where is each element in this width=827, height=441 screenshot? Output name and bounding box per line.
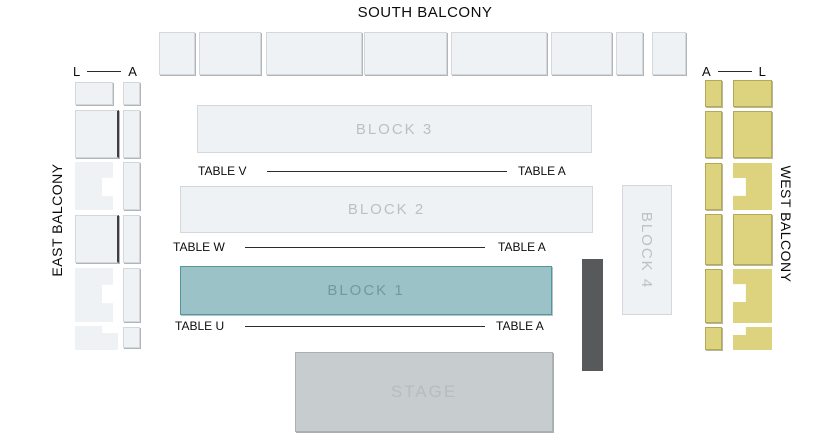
table-row-line (267, 171, 507, 172)
west-balcony-section[interactable] (733, 269, 772, 323)
west-balcony-section[interactable] (705, 269, 722, 323)
south-balcony-section (266, 32, 362, 75)
south-balcony-section (551, 32, 612, 75)
east-balcony-row-range: L A (73, 64, 137, 79)
block-4: BLOCK 4 (622, 185, 672, 315)
east-balcony-section (75, 162, 113, 210)
east-balcony-section (123, 82, 140, 105)
block-1[interactable]: BLOCK 1 (180, 266, 552, 315)
east-row-to-label: A (128, 64, 137, 79)
south-balcony-section (616, 32, 643, 75)
east-balcony-section (123, 110, 140, 158)
table-a-label: TABLE A (496, 319, 544, 333)
east-balcony-section (75, 326, 118, 350)
range-line (717, 71, 752, 72)
range-line (87, 71, 122, 72)
west-balcony-section[interactable] (733, 327, 772, 350)
west-row-from-label: A (702, 64, 711, 79)
west-balcony-section[interactable] (705, 327, 722, 350)
table-v-label: TABLE V (198, 164, 247, 178)
south-balcony-section (364, 32, 447, 75)
stage: STAGE (295, 352, 553, 432)
east-balcony-section (75, 268, 113, 322)
west-balcony-section[interactable] (733, 163, 772, 210)
south-balcony-section (451, 32, 547, 75)
east-balcony-label: EAST BALCONY (49, 163, 65, 277)
block-3-label: BLOCK 3 (355, 120, 434, 138)
table-row-line (245, 326, 485, 327)
west-balcony-section[interactable] (733, 214, 772, 265)
west-balcony-section[interactable] (705, 214, 722, 265)
east-balcony-section (75, 82, 113, 105)
table-w-label: TABLE W (173, 240, 225, 254)
west-balcony-section[interactable] (705, 163, 722, 210)
south-balcony-section (159, 32, 195, 75)
block-3: BLOCK 3 (197, 105, 592, 153)
table-a-label: TABLE A (518, 164, 566, 178)
east-balcony-section (123, 327, 140, 348)
table-u-label: TABLE U (175, 319, 225, 333)
west-balcony-section[interactable] (705, 80, 722, 107)
west-balcony-row-range: A L (702, 64, 766, 79)
east-row-from-label: L (73, 64, 81, 79)
west-balcony-label: WEST BALCONY (778, 165, 794, 283)
table-a-label: TABLE A (498, 240, 546, 254)
east-balcony-section (123, 215, 140, 263)
east-balcony-section (75, 110, 119, 158)
block-4-label: BLOCK 4 (638, 211, 656, 289)
east-balcony-section (123, 268, 140, 322)
table-row-line (245, 247, 485, 248)
south-balcony-section (652, 32, 686, 75)
dark-bar (582, 259, 603, 371)
block-2-label: BLOCK 2 (347, 201, 426, 218)
west-row-to-label: L (758, 64, 766, 79)
south-balcony-section (199, 32, 261, 75)
block-1-label: BLOCK 1 (327, 282, 405, 299)
east-balcony-section (75, 215, 119, 263)
south-balcony-label: SOUTH BALCONY (357, 4, 493, 21)
east-balcony-section (123, 162, 140, 210)
stage-label: STAGE (390, 382, 458, 401)
block-2: BLOCK 2 (180, 186, 593, 233)
west-balcony-section[interactable] (705, 111, 722, 158)
west-balcony-section[interactable] (733, 80, 772, 107)
west-balcony-section[interactable] (733, 111, 772, 158)
